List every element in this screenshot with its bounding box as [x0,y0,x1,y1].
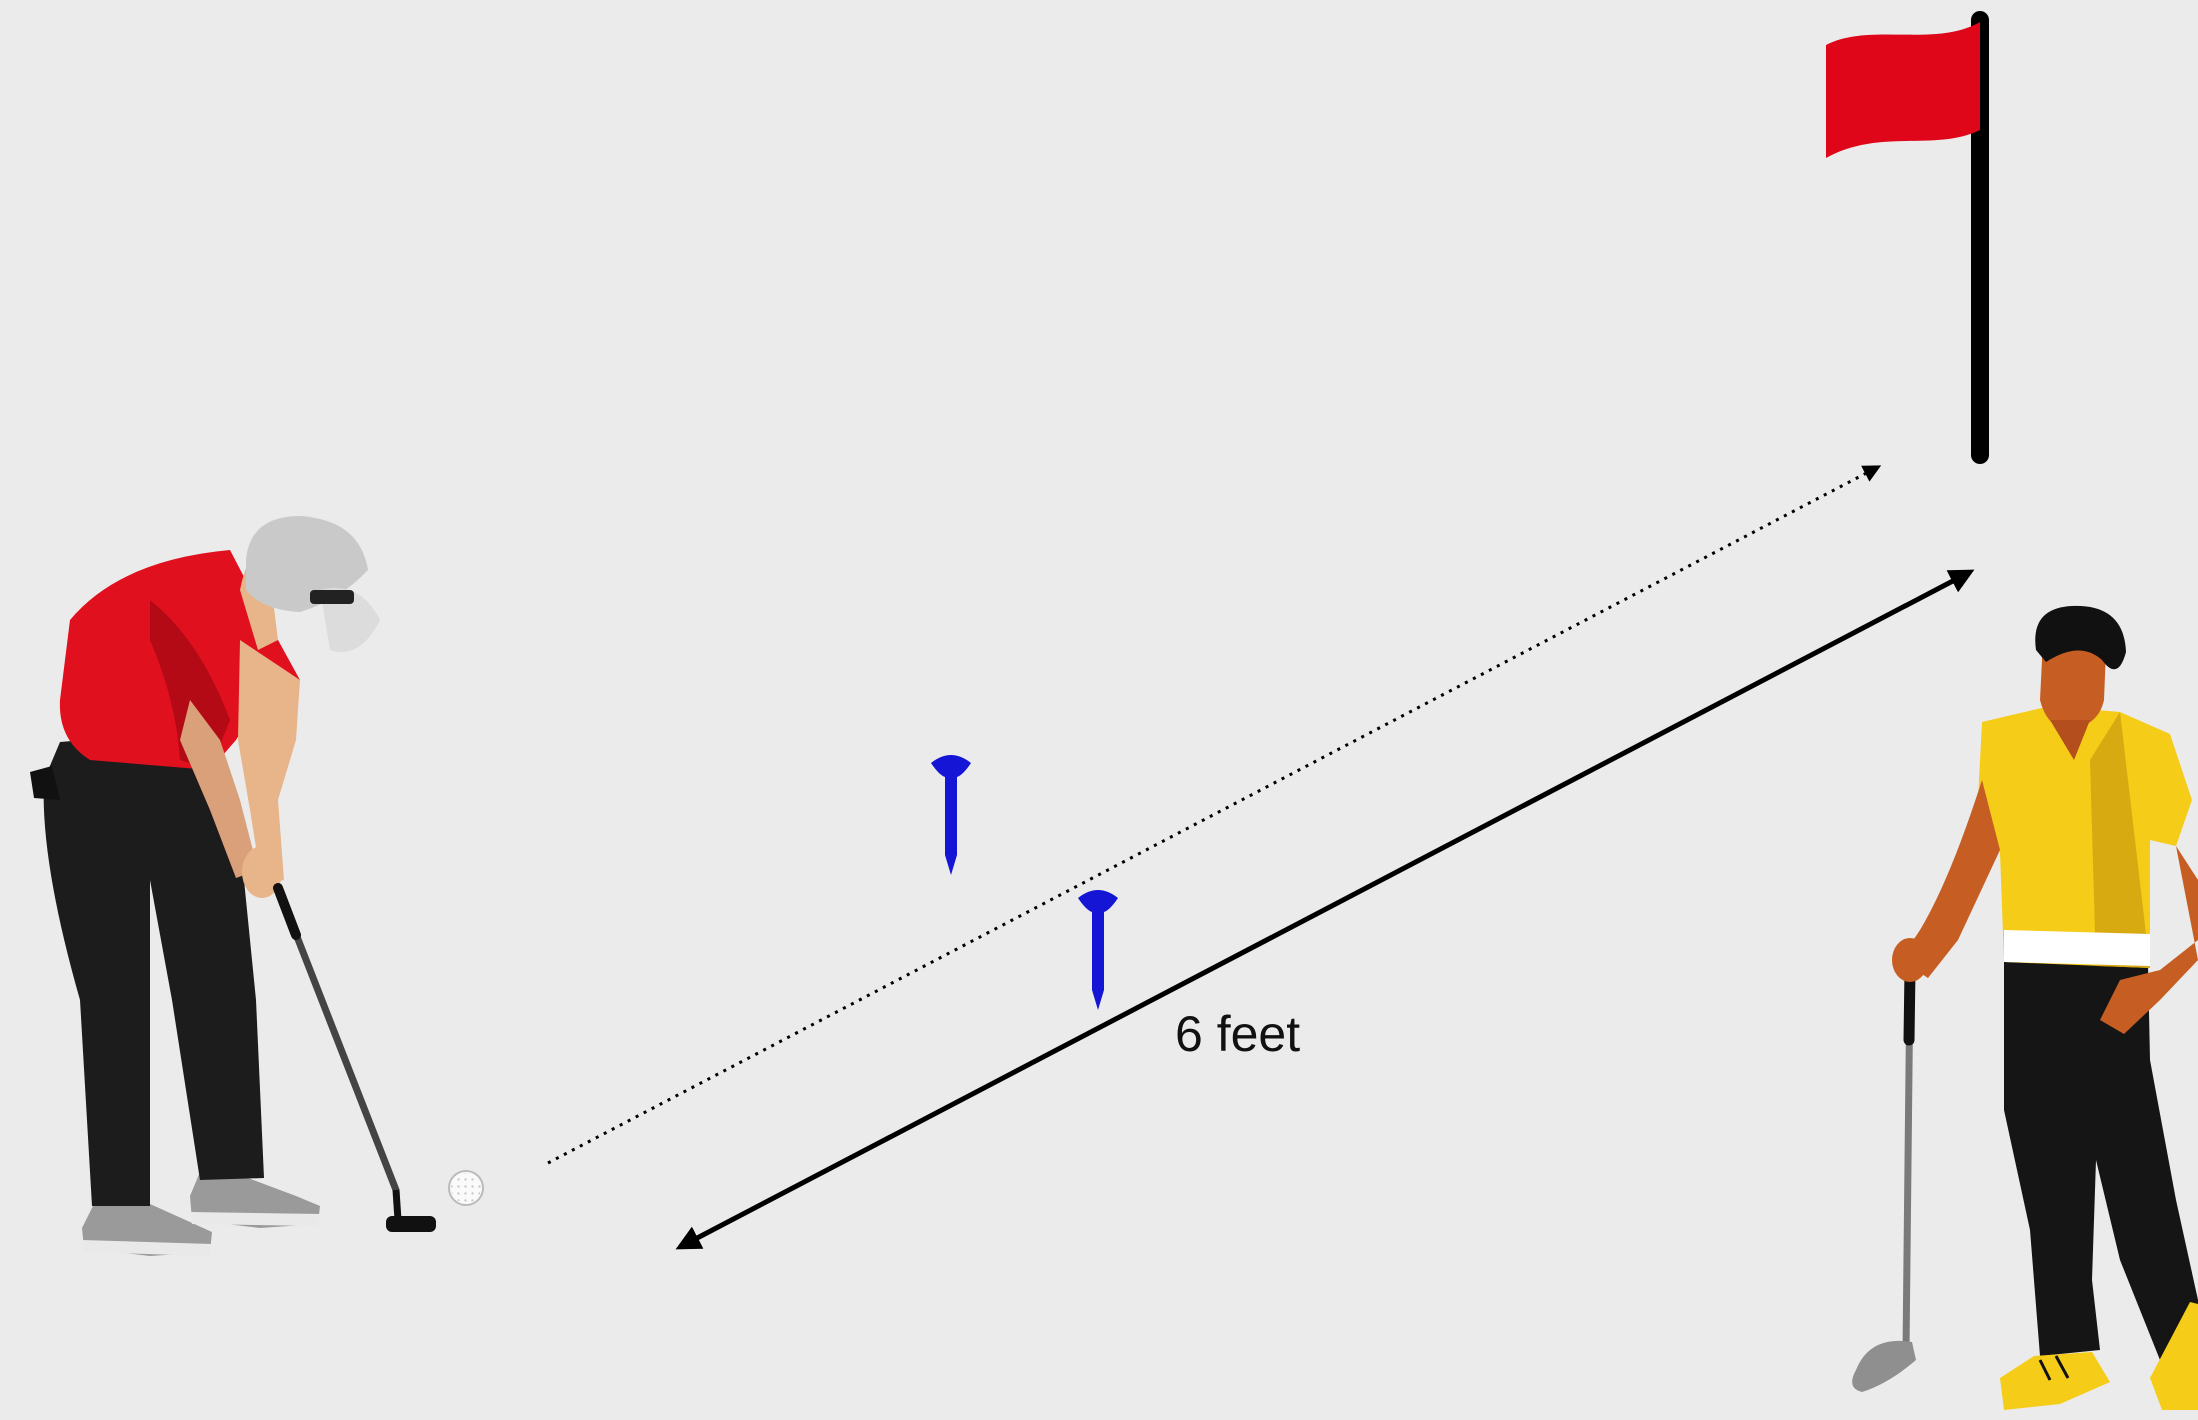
golfer-putting [30,516,436,1256]
golf-ball [448,1170,484,1206]
golfer-standing-with-iron [1852,605,2198,1410]
tee-marker [1078,890,1118,1010]
flag-icon [1826,22,1980,158]
distance-arrow [675,569,1975,1250]
flag-pin [1826,11,1989,464]
distance-label: 6 feet [1175,1006,1301,1062]
tee-marker [931,755,971,875]
